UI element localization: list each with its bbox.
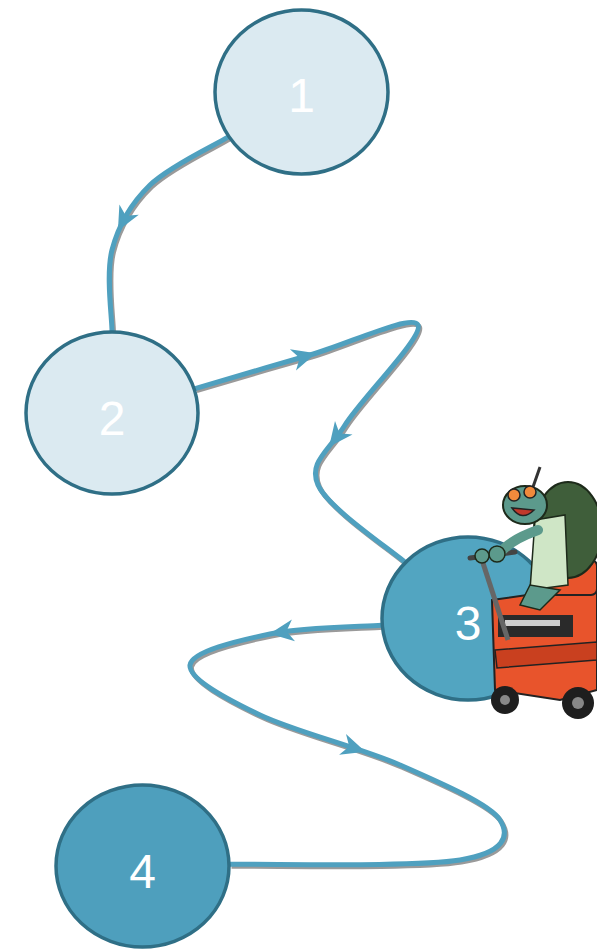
turtle-helmet-spike (533, 467, 540, 487)
scooter-grille (505, 620, 560, 626)
circle-number: 1 (288, 70, 315, 123)
scooter-wheel (491, 686, 519, 714)
turtle (475, 467, 597, 610)
scooter-stripe (495, 642, 597, 668)
turtle-goggle (508, 489, 520, 501)
circle-number: 3 (455, 598, 482, 651)
circle-number: 2 (99, 393, 126, 446)
circle-fill (382, 537, 554, 700)
turtle-arm (500, 530, 538, 553)
scooter (470, 552, 597, 719)
turtle-hand (475, 549, 489, 563)
scooter-hub (572, 697, 584, 709)
connector-line (109, 137, 228, 331)
number-circle: 1 (213, 8, 390, 176)
circle-fill (26, 332, 198, 494)
scooter-hub (500, 695, 510, 705)
number-circle: 4 (54, 783, 231, 949)
circle-number: 4 (129, 846, 156, 899)
arrow-head (270, 619, 295, 641)
turtle-goggle (524, 486, 536, 498)
circle-fill (56, 785, 229, 947)
scooter-panel (498, 615, 573, 637)
turtle-shell (534, 482, 597, 578)
connector-shadow (197, 324, 420, 564)
arrow-head (118, 204, 139, 230)
connector-line (195, 322, 418, 562)
number-circle: 3 (380, 535, 556, 702)
scooter-seat (540, 560, 597, 595)
scooter-handlebar (470, 552, 515, 558)
turtle-hand (489, 546, 505, 562)
scooter-wheel (562, 687, 594, 719)
turtle-head (503, 486, 547, 524)
turtle-leg (520, 585, 560, 610)
scooter-body (492, 585, 597, 700)
turtle-mouth (512, 508, 534, 516)
arrow-head (339, 734, 365, 755)
arrow-head (329, 421, 352, 447)
number-circle: 2 (24, 330, 200, 496)
scooter-handle (482, 560, 508, 640)
turtle-shirt (530, 515, 568, 590)
curved-connector (109, 137, 229, 333)
curved-connector (195, 322, 420, 564)
arrow-head (290, 349, 316, 370)
circle-fill (215, 10, 388, 174)
